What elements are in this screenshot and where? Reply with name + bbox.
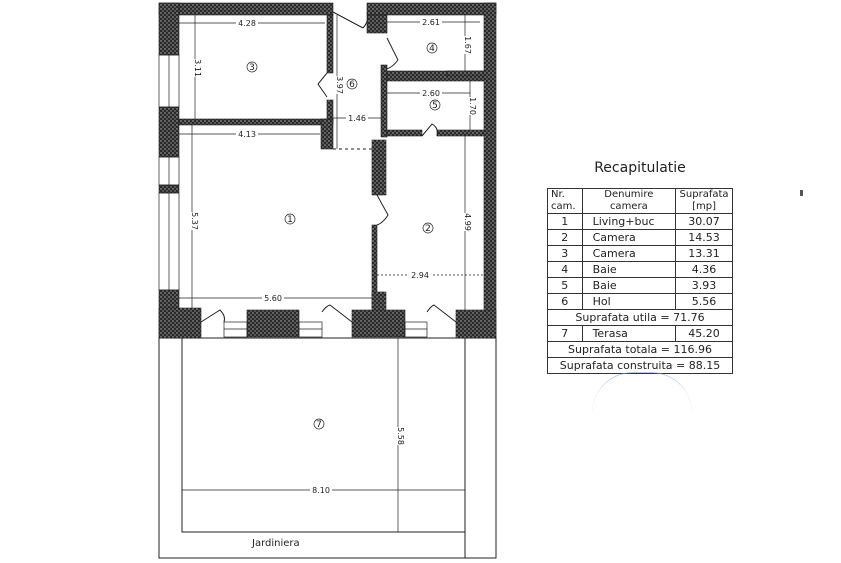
scan-mark xyxy=(800,190,803,196)
dim-1-67: 1.67 xyxy=(463,36,472,54)
left-windows xyxy=(158,54,180,291)
room-7-marker: 7 xyxy=(313,418,325,430)
dim-4-13: 4.13 xyxy=(238,130,256,139)
room-4-marker: 4 xyxy=(426,42,438,54)
dim-1-46: 1.46 xyxy=(348,114,366,123)
dimension-labels: 4.28 3.11 3.97 2.61 1.67 2.60 1.70 1.46 … xyxy=(190,17,478,495)
room-numbers: 1 2 3 4 5 6 7 xyxy=(246,42,441,430)
room-2-marker: 2 xyxy=(422,222,434,234)
dim-3-97: 3.97 xyxy=(335,76,344,94)
stamp-mark xyxy=(592,372,692,413)
dim-5-58: 5.58 xyxy=(396,427,405,445)
dim-8-10: 8.10 xyxy=(312,486,330,495)
svg-text:2: 2 xyxy=(425,224,431,234)
terrace xyxy=(158,337,497,559)
room-1-marker: 1 xyxy=(284,213,296,225)
svg-text:1: 1 xyxy=(287,215,293,225)
header-nr: Nr.cam. xyxy=(547,188,583,214)
suprafata-utila-row: Suprafata utila = 71.76 xyxy=(547,309,733,326)
suprafata-construita-row: Suprafata construita = 88.15 xyxy=(547,357,733,374)
jardiniera-label: Jardiniera xyxy=(251,538,300,549)
svg-text:4: 4 xyxy=(429,44,435,54)
header-area: Suprafata[mp] xyxy=(675,188,733,214)
doors xyxy=(200,11,457,323)
dim-2-60: 2.60 xyxy=(422,89,440,98)
svg-text:7: 7 xyxy=(316,420,322,430)
dim-2-94: 2.94 xyxy=(411,271,429,280)
dim-1-70: 1.70 xyxy=(468,97,477,115)
walls xyxy=(158,2,497,339)
room-5-marker: 5 xyxy=(429,99,441,111)
svg-text:5: 5 xyxy=(432,101,438,111)
dim-5-60: 5.60 xyxy=(264,294,282,303)
svg-text:3: 3 xyxy=(249,63,255,73)
room-6-marker: 6 xyxy=(346,78,358,90)
bottom-windows xyxy=(223,321,428,338)
suprafata-totala-row: Suprafata totala = 116.96 xyxy=(547,341,733,358)
dim-4-28: 4.28 xyxy=(238,19,256,28)
dim-5-37: 5.37 xyxy=(190,212,199,230)
dim-2-61: 2.61 xyxy=(422,18,440,27)
room-3-marker: 3 xyxy=(246,61,258,73)
recap-title: Recapitulatie xyxy=(594,160,686,176)
svg-text:6: 6 xyxy=(349,80,355,90)
dim-3-11: 3.11 xyxy=(193,59,202,77)
dim-4-99: 4.99 xyxy=(463,213,472,231)
